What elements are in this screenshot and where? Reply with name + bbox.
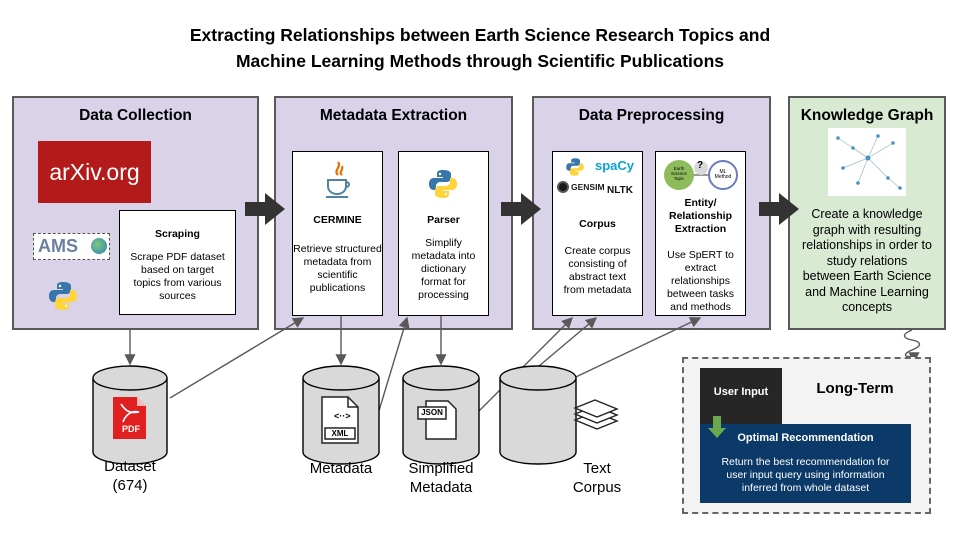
gensim-icon xyxy=(557,181,569,193)
card-body: Simplify metadata into dictionary format… xyxy=(411,237,476,301)
nltk-logo: NLTK xyxy=(607,185,633,196)
globe-icon xyxy=(91,238,107,254)
card-heading: Entity/ Relationship Extraction xyxy=(668,197,732,235)
recommendation-body: Return the best recommendation for user … xyxy=(721,456,890,494)
dataset-cylinder xyxy=(92,365,168,465)
card-heading: Parser xyxy=(427,214,460,226)
xml-icon-text: XML xyxy=(331,429,349,438)
text-corpus-label: Text Corpus xyxy=(572,460,622,496)
ams-logo-text: AMS xyxy=(38,236,78,256)
node-earth-science: Earth Science Topic xyxy=(670,166,687,181)
card-scraping: Scraping Scrape PDF dataset based on tar… xyxy=(119,210,236,315)
squiggle-to-long-term xyxy=(903,329,921,364)
arrow-metadata-to-preprocessing xyxy=(501,193,541,225)
card-corpus: Corpus Create corpus consisting of abstr… xyxy=(552,151,643,316)
pdf-icon-text: PDF xyxy=(122,424,140,434)
arrow-preprocessing-to-knowledge xyxy=(759,193,799,225)
card-heading: Corpus xyxy=(579,218,616,230)
question-mark: ? xyxy=(697,160,704,171)
card-body: Create corpus consisting of abstract tex… xyxy=(563,245,632,296)
card-body: Retrieve structured metadata from scient… xyxy=(293,243,382,294)
simplified-metadata-label: Simplified Metadata xyxy=(408,460,474,496)
python-logo-icon xyxy=(47,280,79,312)
line-simplified-to-corpus xyxy=(477,317,573,413)
gensim-logo: GENSIM xyxy=(571,182,605,192)
metadata-label: Metadata xyxy=(309,460,373,477)
long-term-title: Long-Term xyxy=(816,380,894,397)
textcorpus-cylinder xyxy=(499,365,577,465)
line-dataset-to-cermine xyxy=(169,317,305,399)
title-line-2: Machine Learning Methods through Scienti… xyxy=(235,51,725,71)
knowledge-graph-description: Create a knowledge graph with resulting … xyxy=(802,207,932,314)
json-icon-text: JSON xyxy=(421,408,443,417)
xml-code-glyph: <··> xyxy=(334,411,351,421)
document-stack-icon xyxy=(573,399,619,430)
arrow-collection-to-metadata xyxy=(245,193,285,225)
card-heading: CERMINE xyxy=(313,214,362,226)
optimal-recommendation-box: Optimal Recommendation Return the best r… xyxy=(700,424,911,503)
json-file-icon xyxy=(417,400,457,440)
card-body: Use SpERT to extract relationships betwe… xyxy=(666,249,735,313)
dataset-label: Dataset (674) xyxy=(104,458,156,494)
stage-arrows xyxy=(245,193,799,225)
entity-relation-illustration: Earth Science Topic ML Method ? xyxy=(663,158,739,192)
card-heading: Scraping xyxy=(155,228,200,240)
card-parser: Parser Simplify metadata into dictionary… xyxy=(398,151,489,316)
arxiv-logo: arXiv.org xyxy=(38,141,151,203)
pdf-file-icon xyxy=(113,397,146,439)
diagram-title: Extracting Relationships between Earth S… xyxy=(0,22,960,74)
user-input-box: User Input xyxy=(700,368,782,424)
node-ml-method: ML Method xyxy=(714,169,732,180)
card-body: Scrape PDF dataset based on target topic… xyxy=(130,251,225,302)
ams-logo: AMS xyxy=(33,233,110,260)
stage-title: Data Preprocessing xyxy=(578,107,725,124)
knowledge-graph-thumbnail xyxy=(828,128,906,196)
python-logo-icon xyxy=(427,168,459,200)
spacy-logo: spaCy xyxy=(595,158,635,173)
stage-title: Knowledge Graph xyxy=(800,107,934,124)
down-arrow-icon xyxy=(708,416,726,438)
stage-title: Data Collection xyxy=(79,107,192,124)
line-metadata-to-parser xyxy=(377,316,410,415)
stage-title: Metadata Extraction xyxy=(319,107,468,124)
title-line-1: Extracting Relationships between Earth S… xyxy=(189,25,771,45)
card-cermine: CERMINE Retrieve structured metadata fro… xyxy=(292,151,383,316)
xml-file-icon xyxy=(321,396,359,444)
recommendation-heading: Optimal Recommendation xyxy=(737,432,874,444)
java-icon xyxy=(323,160,353,200)
python-logo-icon xyxy=(565,157,585,177)
